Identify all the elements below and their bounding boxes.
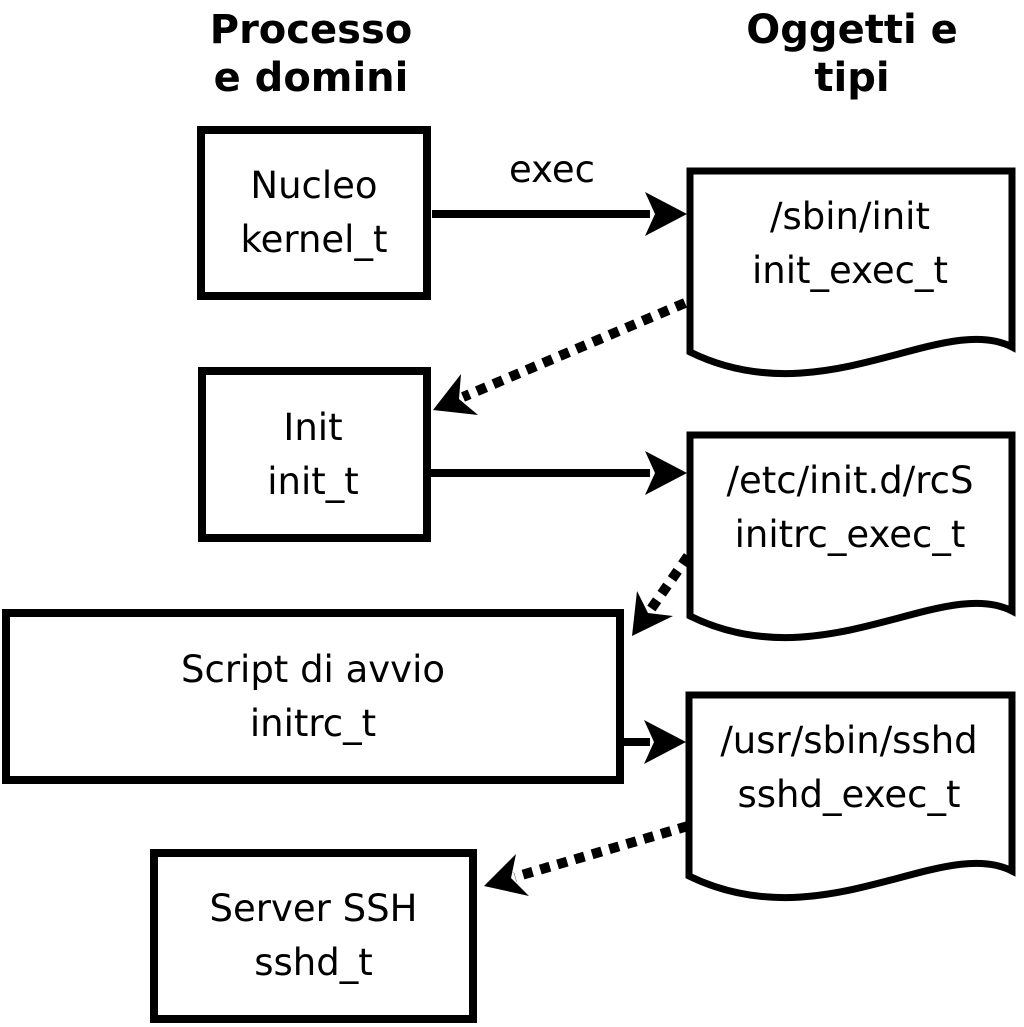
solid-arrow-kernel-to-init-exec bbox=[432, 192, 687, 236]
dotted-arrow-sshd-exec-to-sshd bbox=[484, 821, 690, 896]
exec-edge-label: exec bbox=[509, 148, 595, 191]
arrowhead-icon bbox=[433, 374, 478, 415]
object-label-sbin-init: /sbin/init init_exec_t bbox=[687, 171, 1013, 317]
arrowhead-icon bbox=[645, 451, 687, 495]
object-doc-etc-initd-rcs bbox=[686, 431, 1016, 642]
process-domain-type: kernel_t bbox=[240, 218, 388, 261]
arrowhead-icon bbox=[632, 591, 673, 636]
process-domain-type: sshd_t bbox=[254, 941, 373, 984]
object-path: /sbin/init bbox=[770, 195, 930, 239]
process-label-sshd: Server SSH sshd_t bbox=[150, 849, 477, 1023]
process-name: Script di avvio bbox=[181, 647, 445, 691]
object-path: /etc/init.d/rcS bbox=[726, 459, 974, 503]
column-header-objects-line2: tipi bbox=[814, 55, 890, 101]
object-label-etc-initd-rcs: /etc/init.d/rcS initrc_exec_t bbox=[687, 435, 1013, 581]
column-header-processes-line1: Processo bbox=[209, 7, 413, 53]
process-label-init: Init init_t bbox=[198, 367, 428, 542]
object-type: initrc_exec_t bbox=[734, 513, 966, 556]
column-header-processes: Processo e domini bbox=[131, 6, 491, 102]
object-type: init_exec_t bbox=[751, 249, 948, 292]
arrowhead-icon bbox=[644, 720, 686, 764]
arrowhead-icon bbox=[645, 192, 687, 236]
process-box-initrc bbox=[2, 609, 624, 784]
object-doc-usr-sbin-sshd bbox=[685, 691, 1016, 902]
arrowhead-icon bbox=[484, 854, 529, 896]
column-header-processes-line2: e domini bbox=[213, 55, 409, 101]
object-type: sshd_exec_t bbox=[737, 773, 961, 816]
dotted-arrow-initrc-exec-to-initrc bbox=[632, 553, 693, 636]
column-header-objects: Oggetti e tipi bbox=[672, 6, 1024, 102]
process-name: Server SSH bbox=[209, 887, 418, 931]
object-doc-sbin-init bbox=[686, 167, 1016, 378]
process-box-init bbox=[198, 367, 431, 542]
process-label-kernel: Nucleo kernel_t bbox=[197, 126, 431, 300]
process-box-sshd bbox=[150, 849, 477, 1023]
process-name: Init bbox=[283, 405, 343, 449]
object-label-usr-sbin-sshd: /usr/sbin/sshd sshd_exec_t bbox=[686, 695, 1012, 841]
solid-arrow-init-to-initrc-exec bbox=[430, 451, 687, 495]
process-name: Nucleo bbox=[250, 164, 378, 208]
process-domain-type: init_t bbox=[267, 459, 359, 503]
process-domain-type: initrc_t bbox=[249, 701, 377, 745]
solid-arrow-initrc-to-sshd-exec bbox=[624, 720, 686, 764]
object-path: /usr/sbin/sshd bbox=[720, 719, 978, 763]
column-header-objects-line1: Oggetti e bbox=[746, 7, 958, 53]
process-label-initrc: Script di avvio initrc_t bbox=[2, 609, 624, 784]
process-box-kernel bbox=[197, 126, 431, 300]
dotted-arrow-init-exec-to-init bbox=[433, 298, 687, 415]
